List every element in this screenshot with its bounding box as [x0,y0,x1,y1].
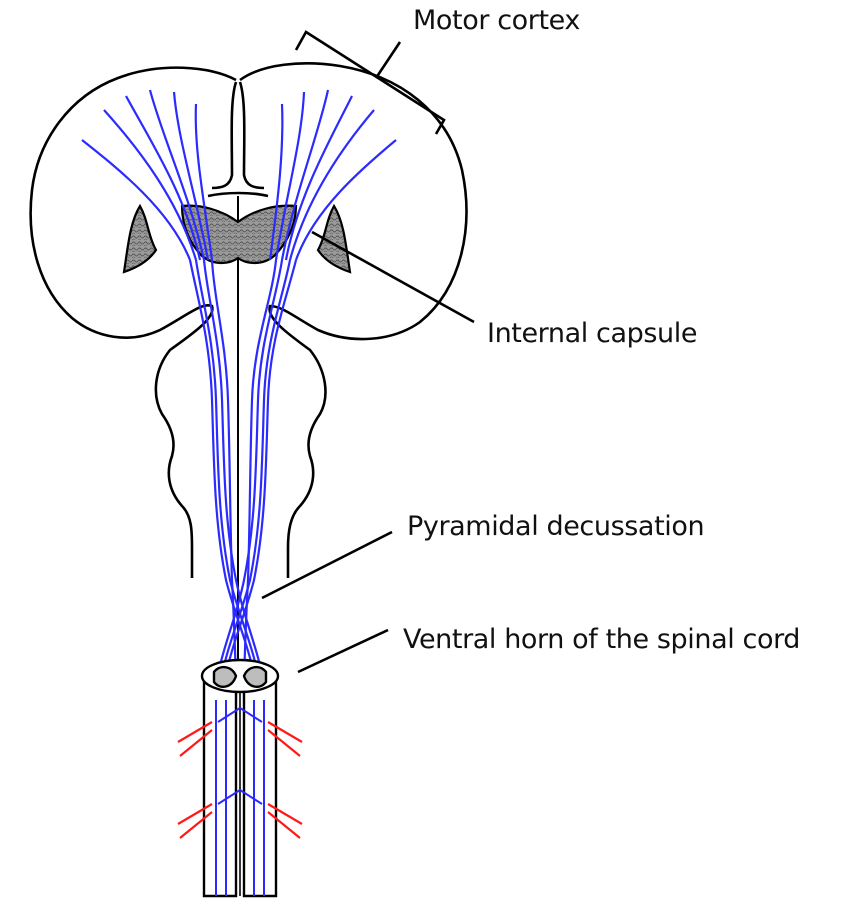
longitudinal-fissure [212,82,236,188]
label-motor-cortex: Motor cortex [413,5,580,36]
internal-capsule-leader [312,232,474,322]
label-ventral-horn: Ventral horn of the spinal cord [403,624,800,655]
label-pyramidal-decussation: Pyramidal decussation [407,511,704,542]
leader-lines [262,32,474,672]
left-lateral-ventricle [124,206,156,272]
motor-cortex-bracket [296,32,444,134]
right-hemisphere-outline [240,63,466,578]
label-internal-capsule: Internal capsule [487,318,697,349]
pyramidal-decussation-leader [262,532,392,598]
ventral-horn-leader [298,630,388,672]
spinal-cord [202,660,278,896]
